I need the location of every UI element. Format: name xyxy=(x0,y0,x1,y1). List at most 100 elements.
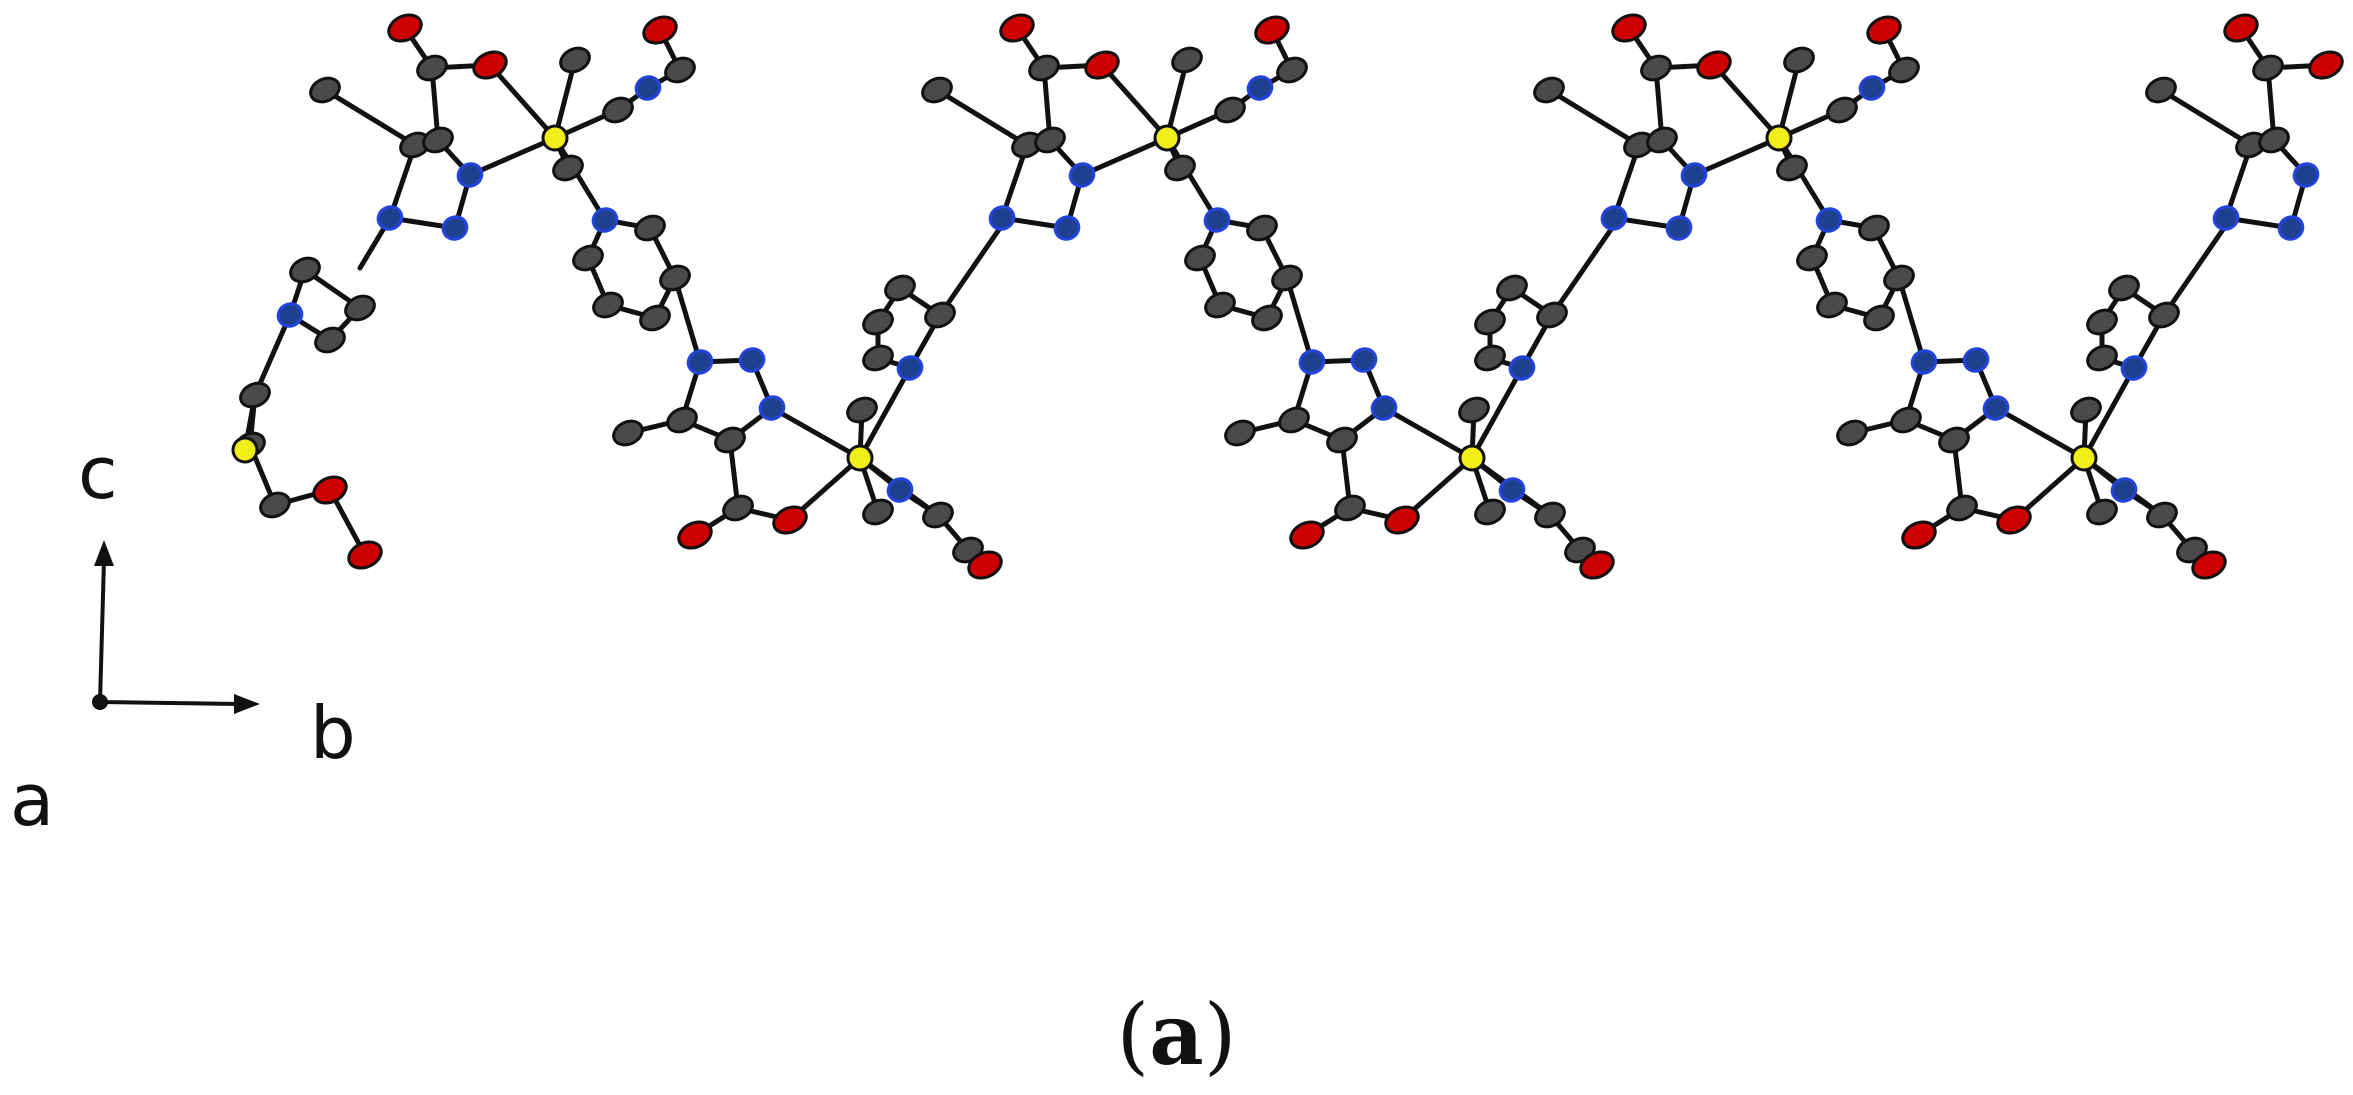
oxygen-atom xyxy=(2308,50,2344,80)
nitrogen-atom xyxy=(1498,477,1526,503)
nitrogen-atom xyxy=(634,75,662,101)
oxygen-atom xyxy=(1579,550,1615,580)
oxygen-atom xyxy=(1996,505,2032,535)
carbon-atom xyxy=(612,419,644,447)
carbon-atom xyxy=(1888,56,1920,84)
carbon-atom xyxy=(1276,56,1308,84)
carbon-atom xyxy=(862,498,894,526)
carbon-atom xyxy=(1858,214,1890,242)
carbon-atom xyxy=(239,381,271,409)
carbon-atom xyxy=(1646,126,1678,154)
b-axis-arrowhead xyxy=(234,694,260,714)
carbon-atom xyxy=(1496,274,1528,302)
nitrogen-atom xyxy=(1910,349,1938,375)
oxygen-atom xyxy=(312,475,348,505)
nitrogen-atom xyxy=(276,302,304,328)
axis-indicator: c b a xyxy=(10,431,356,842)
carbon-atom xyxy=(344,294,376,322)
bond xyxy=(1896,275,1927,365)
bond xyxy=(2081,365,2137,461)
nitrogen-atom xyxy=(1815,207,1843,233)
oxygen-atom xyxy=(1254,15,1290,45)
bond xyxy=(2158,87,2254,148)
carbon-atom xyxy=(2148,301,2180,329)
c-axis-arrow xyxy=(98,559,106,703)
caption-close-paren: ) xyxy=(1203,986,1237,1084)
carbon-atom xyxy=(289,256,321,284)
carbon-atom xyxy=(1533,76,1565,104)
carbon-atom xyxy=(1224,419,1256,447)
carbon-atom xyxy=(1946,494,1978,522)
atom-layer xyxy=(231,13,2344,580)
bond xyxy=(1284,275,1315,365)
oxygen-atom xyxy=(999,13,1035,43)
carbon-atom xyxy=(2070,396,2102,424)
carbon-atom xyxy=(1251,304,1283,332)
carbon-atom xyxy=(1334,494,1366,522)
nitrogen-atom xyxy=(2277,215,2305,241)
bond xyxy=(322,87,418,148)
carbon-atom xyxy=(924,301,956,329)
carbon-atom xyxy=(552,154,584,182)
nitrogen-atom xyxy=(1053,215,1081,241)
metal-atom xyxy=(846,444,874,472)
a-axis-label: a xyxy=(10,758,54,842)
oxygen-atom xyxy=(387,13,423,43)
oxygen-atom xyxy=(472,50,508,80)
nitrogen-atom xyxy=(1600,205,1628,231)
nitrogen-atom xyxy=(2120,355,2148,381)
carbon-atom xyxy=(666,406,698,434)
carbon-atom xyxy=(846,396,878,424)
oxygen-atom xyxy=(1866,15,1902,45)
bond xyxy=(1549,225,1615,318)
carbon-atom xyxy=(422,126,454,154)
bond xyxy=(934,87,1030,148)
bond xyxy=(1993,405,2087,461)
carbon-atom xyxy=(862,308,894,336)
c-axis-arrowhead xyxy=(94,540,114,566)
carbon-atom xyxy=(922,501,954,529)
carbon-atom xyxy=(559,46,591,74)
nitrogen-atom xyxy=(1680,162,1708,188)
carbon-atom xyxy=(639,304,671,332)
carbon-atom xyxy=(1783,46,1815,74)
caption-letter: a xyxy=(1149,985,1204,1084)
carbon-atom xyxy=(1536,301,1568,329)
nitrogen-atom xyxy=(758,395,786,421)
carbon-atom xyxy=(2145,76,2177,104)
bond xyxy=(1711,62,1782,141)
nitrogen-atom xyxy=(1246,75,1274,101)
carbon-atom xyxy=(1028,54,1060,82)
carbon-atom xyxy=(634,214,666,242)
bond-layer xyxy=(242,25,2329,568)
nitrogen-atom xyxy=(456,162,484,188)
bond xyxy=(937,225,1003,318)
oxygen-atom xyxy=(347,540,383,570)
carbon-atom xyxy=(1326,426,1358,454)
carbon-atom xyxy=(1938,426,1970,454)
nitrogen-atom xyxy=(1858,75,1886,101)
nitrogen-atom xyxy=(738,347,766,373)
oxygen-atom xyxy=(2191,550,2227,580)
nitrogen-atom xyxy=(1203,207,1231,233)
carbon-atom xyxy=(884,274,916,302)
nitrogen-atom xyxy=(441,215,469,241)
carbon-atom xyxy=(1458,396,1490,424)
carbon-atom xyxy=(2086,308,2118,336)
nitrogen-atom xyxy=(2212,205,2240,231)
oxygen-atom xyxy=(642,15,678,45)
carbon-atom xyxy=(2146,501,2178,529)
b-axis-arrow xyxy=(99,700,241,706)
bond xyxy=(1164,135,1220,223)
carbon-atom xyxy=(1816,291,1848,319)
carbon-atom xyxy=(664,56,696,84)
metal-atom xyxy=(1458,444,1486,472)
carbon-atom xyxy=(921,76,953,104)
caption-open-paren: ( xyxy=(1116,986,1150,1084)
nitrogen-atom xyxy=(686,349,714,375)
carbon-atom xyxy=(1863,304,1895,332)
carbon-atom xyxy=(1640,54,1672,82)
bond xyxy=(1099,62,1170,141)
carbon-atom xyxy=(309,76,341,104)
